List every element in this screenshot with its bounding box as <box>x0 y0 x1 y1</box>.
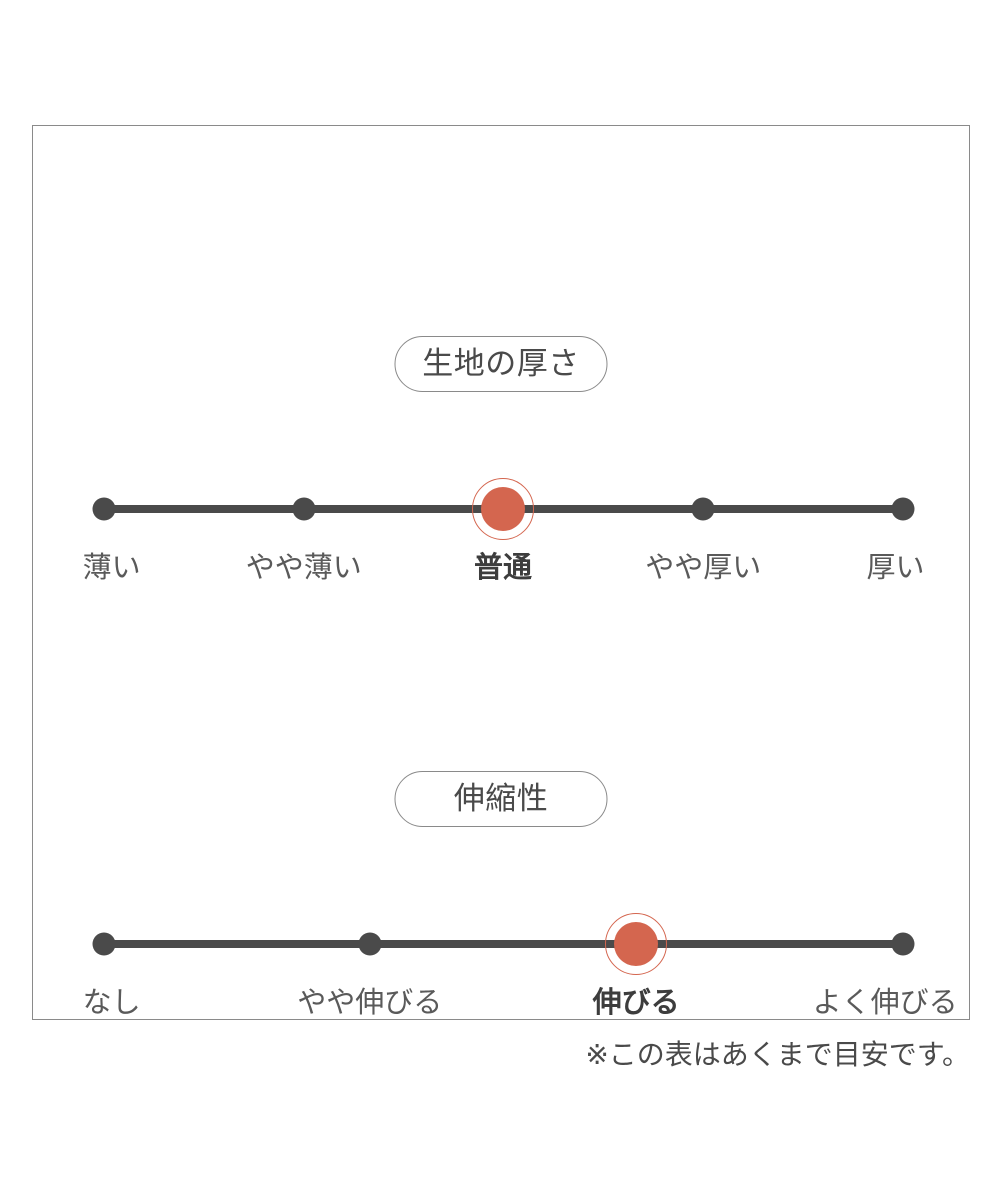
scale-tick-label-stretch-1: やや伸びる <box>297 985 443 1019</box>
scale-tick-label-stretch-0: なし <box>82 985 141 1019</box>
scale-tick-label-thickness-0: 薄い <box>82 550 141 584</box>
scale-title-label-thickness: 生地の厚さ <box>422 345 580 382</box>
scale-title-badge-thickness: 生地の厚さ <box>394 336 608 392</box>
scale-node-stretch-0[interactable] <box>92 932 115 956</box>
scale-node-thickness-2-selected[interactable] <box>481 487 525 531</box>
scale-track-stretch <box>33 916 969 972</box>
scale-ticks-stretch: なし やや伸びる 伸びる よく伸びる <box>33 985 969 1032</box>
scale-track-thickness <box>33 481 969 537</box>
scale-node-thickness-4[interactable] <box>891 497 914 521</box>
scale-tick-label-stretch-3: よく伸びる <box>812 985 958 1019</box>
scale-node-stretch-3[interactable] <box>891 932 914 956</box>
scale-node-stretch-1[interactable] <box>358 932 382 956</box>
scale-track-line-stretch <box>103 940 903 948</box>
scale-title-label-stretch: 伸縮性 <box>453 780 549 817</box>
scale-tick-label-thickness-2-selected: 普通 <box>473 550 533 584</box>
scale-tick-label-thickness-1: やや薄い <box>245 550 362 584</box>
scale-title-badge-stretch: 伸縮性 <box>394 771 608 827</box>
scale-node-thickness-0[interactable] <box>92 497 115 521</box>
spec-panel: 生地の厚さ 薄い やや薄い 普通 やや厚い 厚い 伸縮性 <box>32 125 970 1020</box>
footnote-disclaimer: ※この表はあくまで目安です。 <box>585 1038 970 1071</box>
scale-ticks-thickness: 薄い やや薄い 普通 やや厚い 厚い <box>33 550 969 597</box>
scale-tick-label-thickness-4: 厚い <box>866 550 925 584</box>
scale-node-thickness-3[interactable] <box>691 497 715 521</box>
scale-tick-label-stretch-2-selected: 伸びる <box>592 985 680 1019</box>
scale-node-stretch-2-selected[interactable] <box>614 922 659 966</box>
scale-node-thickness-1[interactable] <box>292 497 316 521</box>
scale-tick-label-thickness-3: やや厚い <box>645 550 762 584</box>
